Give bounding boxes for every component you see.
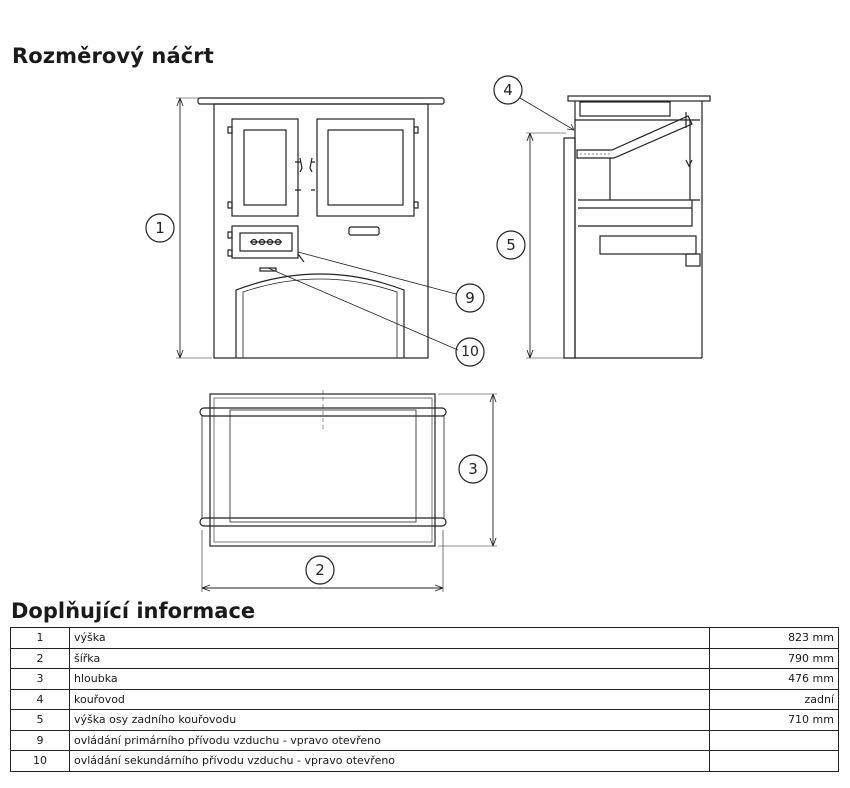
leader-9 (297, 251, 457, 295)
row-number: 10 (10, 750, 70, 772)
table-row: 2 šířka 790 mm (10, 647, 839, 669)
leader-10 (267, 267, 459, 351)
row-value (709, 750, 839, 772)
dimension-3 (438, 393, 497, 547)
row-number: 4 (10, 688, 70, 710)
row-label: hloubka (69, 668, 710, 690)
table-row: 1 výška 823 mm (10, 627, 839, 649)
table-row: 9 ovládání primárního přívodu vzduchu - … (10, 729, 839, 751)
leader-4 (519, 97, 575, 131)
row-value: 476 mm (709, 668, 839, 690)
callout-2: 2 (315, 561, 325, 579)
dimension-1 (176, 97, 212, 359)
table-row: 10 ovládání sekundárního přívodu vzduchu… (10, 750, 839, 772)
callout-10: 10 (461, 344, 479, 360)
side-view (563, 95, 711, 359)
page-title: Rozměrový náčrt (12, 44, 214, 68)
row-number: 5 (10, 709, 70, 731)
callout-5: 5 (506, 236, 516, 254)
row-label: ovládání sekundárního přívodu vzduchu - … (69, 750, 710, 772)
callout-1: 1 (155, 219, 165, 237)
dimension-drawing: 1 2 3 4 5 9 10 (145, 75, 711, 592)
table-row: 4 kouřovod zadní (10, 688, 839, 710)
row-value: 790 mm (709, 647, 839, 669)
row-number: 2 (10, 647, 70, 669)
row-value (709, 729, 839, 751)
table-row: 5 výška osy zadního kouřovodu 710 mm (10, 709, 839, 731)
row-label: výška osy zadního kouřovodu (69, 709, 710, 731)
dimension-2 (201, 530, 444, 592)
callout-4: 4 (503, 81, 513, 99)
row-label: kouřovod (69, 688, 710, 710)
top-view (199, 390, 447, 547)
row-label: ovládání primárního přívodu vzduchu - vp… (69, 729, 710, 751)
dimension-5 (526, 132, 566, 359)
row-label: výška (69, 627, 710, 649)
table-row: 3 hloubka 476 mm (10, 668, 839, 690)
row-number: 1 (10, 627, 70, 649)
row-label: šířka (69, 647, 710, 669)
front-view (197, 97, 445, 359)
row-value: zadní (709, 688, 839, 710)
row-value: 823 mm (709, 627, 839, 649)
row-number: 9 (10, 729, 70, 751)
callout-3: 3 (468, 460, 478, 478)
info-title: Doplňující informace (11, 599, 256, 623)
row-number: 3 (10, 668, 70, 690)
callout-9: 9 (465, 289, 475, 307)
info-table: 1 výška 823 mm 2 šířka 790 mm 3 hloubka … (10, 627, 839, 772)
row-value: 710 mm (709, 709, 839, 731)
